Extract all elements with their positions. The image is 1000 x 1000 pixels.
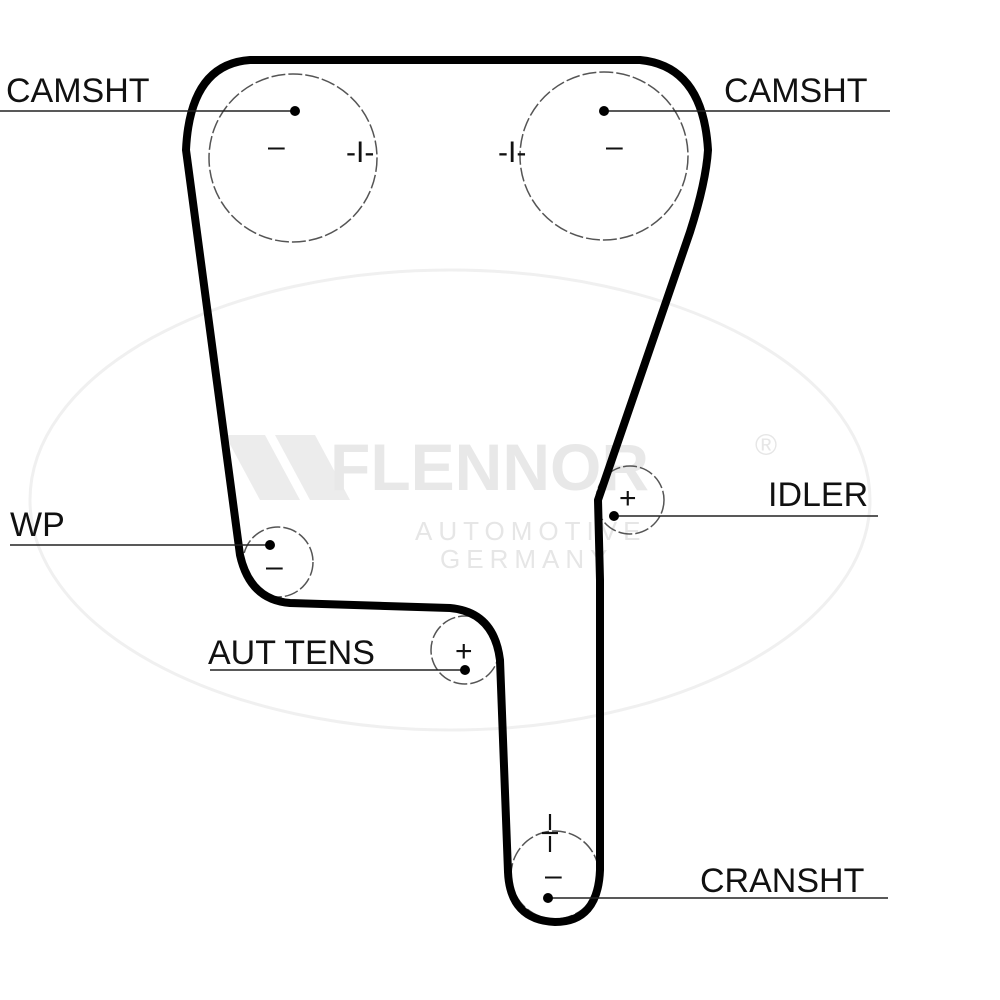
label-idler: IDLER [768, 476, 868, 514]
camshaft-right-center [599, 106, 609, 116]
camshaft-left-pulley [208, 73, 378, 243]
idler-center [609, 511, 619, 521]
label-camshaft-right: CAMSHT [724, 72, 868, 110]
label-crankshaft: CRANSHT [700, 862, 864, 900]
crankshaft-mark: – [545, 859, 562, 892]
auto-tensioner-center [460, 665, 470, 675]
label-camshaft-left: CAMSHT [6, 72, 150, 110]
camshaft-left-center [290, 106, 300, 116]
watermark-registered: ® [755, 429, 777, 462]
crankshaft-timing-tick [542, 814, 558, 852]
water-pump-mark: – [266, 550, 283, 583]
watermark-brand: FLENNOR [330, 430, 649, 504]
idler-mark: + [619, 482, 637, 515]
watermark-ellipse [28, 268, 872, 732]
watermark-logo-icon [225, 435, 350, 500]
watermark: FLENNOR ® AUTOMOTIVE GERMANY [28, 268, 872, 732]
watermark-line2: GERMANY [440, 544, 613, 574]
camshaft-right-inner-mark: – [606, 130, 623, 163]
camshaft-right-pulley [519, 71, 689, 241]
crankshaft-center [543, 893, 553, 903]
label-auto-tensioner: AUT TENS [208, 634, 375, 672]
auto-tensioner-mark: + [455, 635, 473, 668]
watermark-line1: AUTOMOTIVE [415, 516, 646, 546]
camshaft-left-inner-mark: – [268, 130, 285, 163]
camshaft-right-side-mark: -I- [498, 136, 526, 169]
timing-belt [182, 56, 712, 926]
label-water-pump: WP [10, 506, 65, 544]
camshaft-left-side-mark: -I- [346, 136, 374, 169]
water-pump-center [265, 540, 275, 550]
